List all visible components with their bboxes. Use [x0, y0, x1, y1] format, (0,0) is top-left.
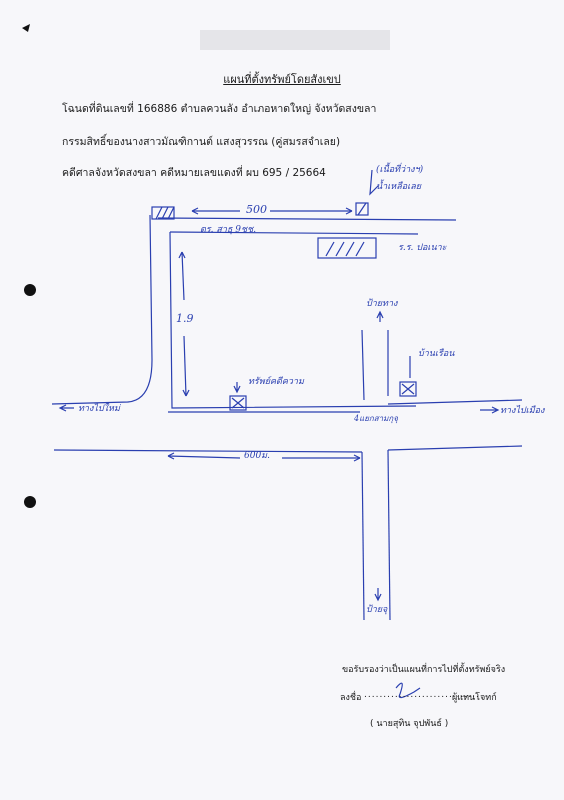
right-road-label: ทางไปเมือง [500, 406, 545, 416]
north-label: ป้ายทาง [366, 299, 398, 309]
owner-line: กรรมสิทธิ์ของนางสาวมัณฑิกานต์ แสงสุวรรณ … [62, 136, 341, 148]
house-right-label: บ้านเรือน [418, 349, 455, 359]
distance-19-label: 1.9 [176, 312, 194, 325]
sign-dots: .............................. [364, 690, 480, 700]
top-road-label: ตร. สาธุ 9ชช. [200, 225, 257, 235]
building-label: ร.ร. ปอเนาะ [398, 243, 447, 253]
signer-name: ( นายสุทิน จุปพันธ์ ) [370, 719, 449, 729]
corner-mark [22, 24, 30, 32]
distance-600-label: 600ม. [244, 451, 270, 461]
target-label: ทรัพย์คดีความ [248, 377, 304, 387]
certify-text: ขอรับรองว่าเป็นแผนที่การไปที่ตั้งทรัพย์จ… [342, 665, 506, 675]
punch-hole [24, 496, 36, 508]
sign-suffix: ผู้แทนโจทก์ [452, 693, 497, 703]
junction-label: 4แยกสามกุจุ [354, 414, 398, 423]
right-top-label: (เนื้อที่ว่างฯ) [376, 165, 424, 175]
south-label: ป้ายจุ [366, 605, 388, 615]
page-title: แผนที่ตั้งทรัพย์โดยสังเขป [223, 73, 341, 86]
right-top-label-2: น้ำเหลือเลย [376, 182, 421, 192]
deed-line: โฉนดที่ดินเลขที่ 166886 ตำบลควนลัง อำเภอ… [62, 103, 377, 115]
punch-hole [24, 284, 36, 296]
sign-prefix: ลงชื่อ [340, 693, 362, 703]
faded-stamp [200, 30, 390, 50]
left-road-label: ทางไปใหม่ [78, 404, 120, 414]
distance-500-label: 500 [246, 203, 267, 216]
case-line: คดีศาลจังหวัดสงขลา คดีหมายเลขแดงที่ ผบ 6… [62, 167, 326, 179]
